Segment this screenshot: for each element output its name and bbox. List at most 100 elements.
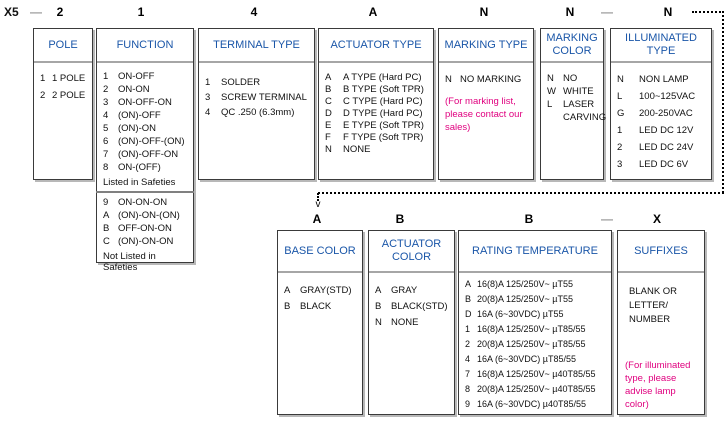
- option-text: (ON)-OFF-ON: [118, 149, 179, 160]
- option-code: 7: [465, 369, 471, 379]
- option-row: A(ON)-ON-(ON): [103, 209, 190, 222]
- option-text: BLACK(STD): [391, 301, 448, 312]
- option-text: GRAY(STD): [300, 285, 352, 296]
- option-code: B: [465, 294, 472, 304]
- box-title: ACTUATOR TYPE: [319, 29, 433, 63]
- box-title: MARKING TYPE: [439, 29, 533, 63]
- option-text: E TYPE (Soft TPR): [343, 120, 424, 131]
- option-row: 4 (ON)-OFF: [103, 109, 190, 122]
- option-text: 20(8)A 125/250V~ µT55: [477, 294, 574, 304]
- suffix-body: BLANK OR LETTER/ NUMBER: [629, 286, 678, 325]
- option-text: SCREW TERMINAL: [221, 92, 307, 103]
- option-row: G 200-250VAC: [617, 105, 708, 122]
- option-text: 16A (6~30VDC) µT55: [477, 309, 564, 319]
- code-actuator-color: B: [395, 212, 405, 226]
- option-text: NONE: [391, 317, 419, 328]
- option-code: A: [284, 285, 291, 296]
- option-text: (ON)-OFF: [118, 110, 161, 121]
- option-code: B: [284, 301, 291, 312]
- option-code: W: [547, 86, 556, 97]
- option-row: C(ON)-ON-ON: [103, 235, 190, 248]
- contact-sales-note: (For marking list, please contact our sa…: [445, 96, 523, 133]
- option-code: B: [375, 301, 382, 312]
- option-code: 8: [103, 162, 109, 173]
- option-code: N: [445, 74, 452, 85]
- option-text: ON-(OFF): [118, 162, 161, 173]
- option-code: C: [325, 96, 332, 107]
- option-code: 4: [205, 107, 211, 118]
- dotted-connector-mid: [318, 192, 724, 194]
- code-actuator-type: A: [368, 5, 378, 19]
- option-code: N: [325, 144, 332, 155]
- option-code: G: [617, 108, 625, 119]
- option-code: 5: [103, 123, 109, 134]
- code-illuminated: N: [663, 5, 673, 19]
- option-text: NO MARKING: [460, 74, 522, 85]
- option-text: LED DC 24V: [639, 142, 694, 153]
- option-code: L: [617, 91, 623, 102]
- option-row: B 20(8)A 125/250V~ µT55: [465, 292, 608, 307]
- option-text: ON-ON-ON: [118, 197, 168, 208]
- option-row: 8 ON-(OFF): [103, 161, 190, 174]
- option-text: 16A (6~30VDC) µT85/55: [477, 354, 576, 364]
- option-code: N: [375, 317, 382, 328]
- option-code: 9: [465, 399, 471, 409]
- option-list: N NO MARKING (For marking list, please co…: [439, 63, 533, 134]
- option-text: (ON)-ON: [118, 123, 156, 134]
- option-code: 2: [465, 339, 471, 349]
- option-text: LASER CARVING: [563, 99, 607, 123]
- option-text: ON-OFF-ON: [118, 97, 172, 108]
- option-text: C TYPE (Hard PC): [343, 96, 423, 107]
- code-pole: 2: [56, 5, 64, 19]
- option-code: 6: [103, 136, 109, 147]
- option-text: GRAY: [391, 285, 418, 296]
- option-code: E: [325, 120, 332, 131]
- arrow-down-icon: v: [315, 199, 321, 210]
- option-text: 16A (6~30VDC) µ40T85/55: [477, 399, 587, 409]
- option-code: F: [325, 132, 331, 143]
- safety-note: Not Listed in Safeties: [103, 251, 156, 273]
- option-code: A: [325, 72, 332, 83]
- box-title: SUFFIXES: [618, 231, 704, 273]
- option-text: NO: [563, 73, 578, 84]
- option-text: (ON)-OFF-(ON): [118, 136, 185, 147]
- option-code: 3: [103, 97, 109, 108]
- option-code: 4: [103, 110, 109, 121]
- option-row: C C TYPE (Hard PC): [325, 96, 430, 108]
- option-text: 16(8)A 125/250V~ µT55: [477, 279, 574, 289]
- option-row: 5 (ON)-ON: [103, 122, 190, 135]
- option-text: 1 POLE: [52, 73, 86, 84]
- option-text: 200-250VAC: [639, 108, 693, 119]
- option-text: OFF-ON-ON: [118, 223, 172, 234]
- box-title: BASE COLOR: [278, 231, 362, 273]
- box-title: ILLUMINATED TYPE: [611, 29, 711, 63]
- box-suffixes: SUFFIXES BLANK OR LETTER/ NUMBER (For il…: [617, 230, 705, 415]
